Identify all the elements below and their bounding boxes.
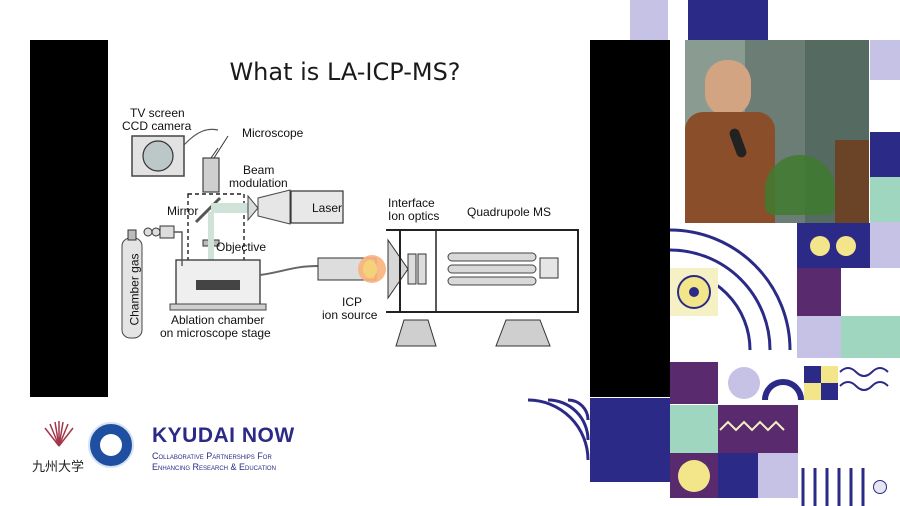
- label-ccd-camera: CCD camera: [122, 119, 192, 133]
- left-black-bar: [30, 40, 108, 397]
- label-modulation: modulation: [229, 176, 288, 190]
- right-black-bar: [590, 40, 670, 397]
- label-quadrupole-ms: Quadrupole MS: [467, 205, 552, 219]
- mirror-icon: [194, 196, 222, 224]
- partner-university-seal: [88, 422, 134, 468]
- kyushu-university-text: 九州大学: [32, 460, 85, 475]
- label-mirror: Mirror: [167, 204, 199, 218]
- label-objective: Objective: [216, 240, 267, 254]
- podium: [835, 140, 869, 223]
- label-microscope: Microscope: [242, 126, 304, 140]
- label-ablation-chamber: Ablation chamber: [171, 313, 265, 327]
- la-icp-ms-diagram: [121, 128, 579, 347]
- label-ion-optics: Ion optics: [388, 209, 440, 223]
- pump-left: [395, 319, 437, 347]
- pump-right: [495, 319, 551, 347]
- label-ion-source: ion source: [322, 308, 378, 322]
- kyushu-university-logo: [42, 420, 76, 448]
- slide-title: What is LA-ICP-MS?: [229, 58, 461, 86]
- label-beam: Beam: [243, 163, 275, 177]
- speaker-video: [685, 40, 869, 223]
- plant: [765, 155, 835, 215]
- quadrupole-rods: [447, 252, 537, 262]
- label-interface: Interface: [388, 196, 435, 210]
- laser-box: [290, 190, 344, 224]
- corner-indicator-icon[interactable]: [873, 480, 887, 494]
- tagline-line-2: Enhancing Research & Education: [152, 462, 276, 472]
- label-icp: ICP: [342, 295, 363, 309]
- speaker-head: [705, 60, 751, 116]
- ms-housing: [386, 229, 579, 313]
- label-microscope-stage: on microscope stage: [160, 326, 271, 340]
- kyudai-now-title: KYUDAI NOW: [152, 424, 295, 447]
- tagline-line-1: Collaborative Partnerships For: [152, 451, 272, 461]
- label-tv-screen: TV screen: [130, 106, 185, 120]
- label-laser: Laser: [312, 201, 343, 215]
